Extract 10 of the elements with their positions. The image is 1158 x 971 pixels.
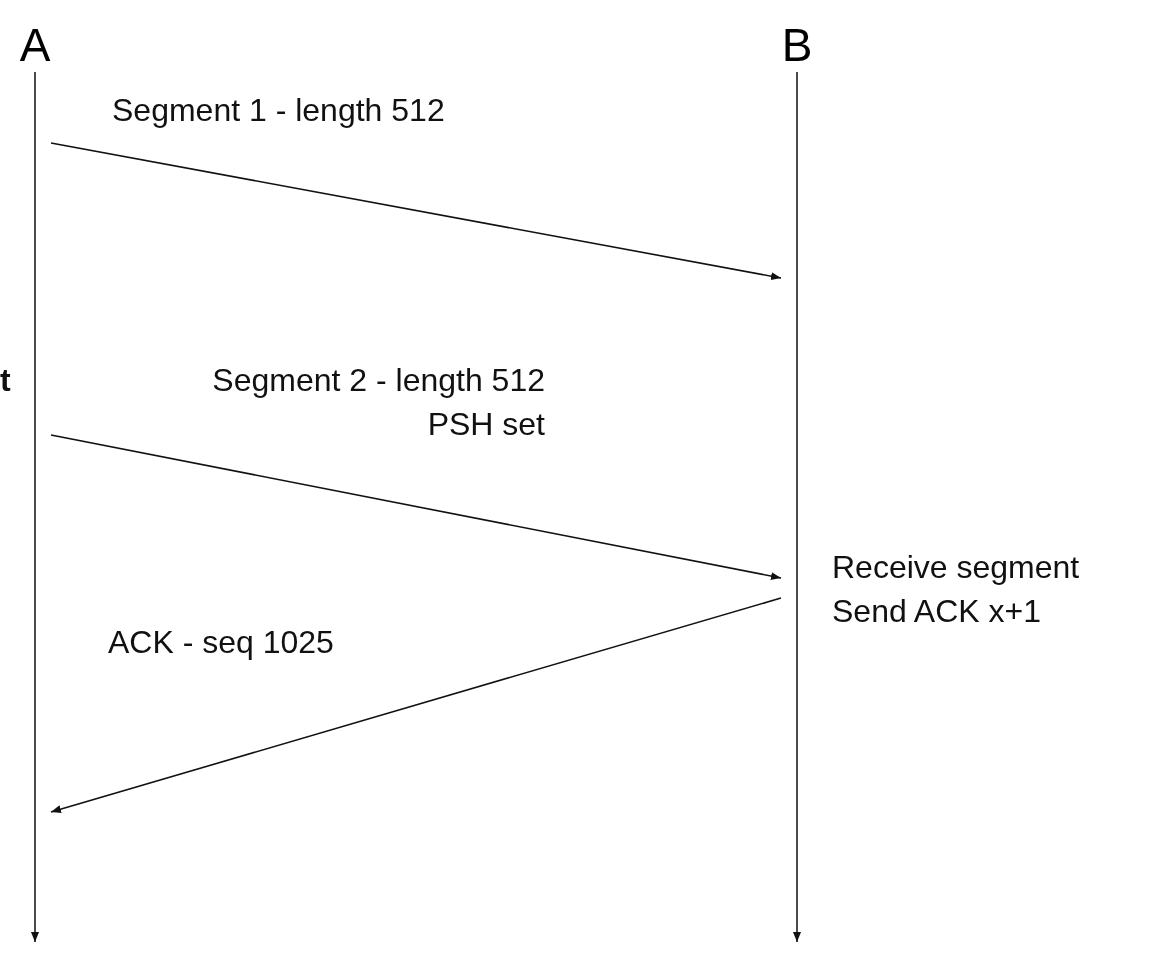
message-label: Segment 1 - length 512 <box>112 91 446 130</box>
time-axis-label: t <box>0 361 11 400</box>
participant-name: A <box>19 22 51 68</box>
message-arrow <box>50 434 782 580</box>
note-text: Receive segment Send ACK x+1 <box>832 548 1081 631</box>
participant-name: B <box>781 22 813 68</box>
message-label: ACK - seq 1025 <box>108 623 335 662</box>
message-arrow <box>50 142 782 281</box>
message-label: Segment 2 - length 512 PSH set <box>211 361 545 444</box>
message-arrow <box>50 597 782 814</box>
